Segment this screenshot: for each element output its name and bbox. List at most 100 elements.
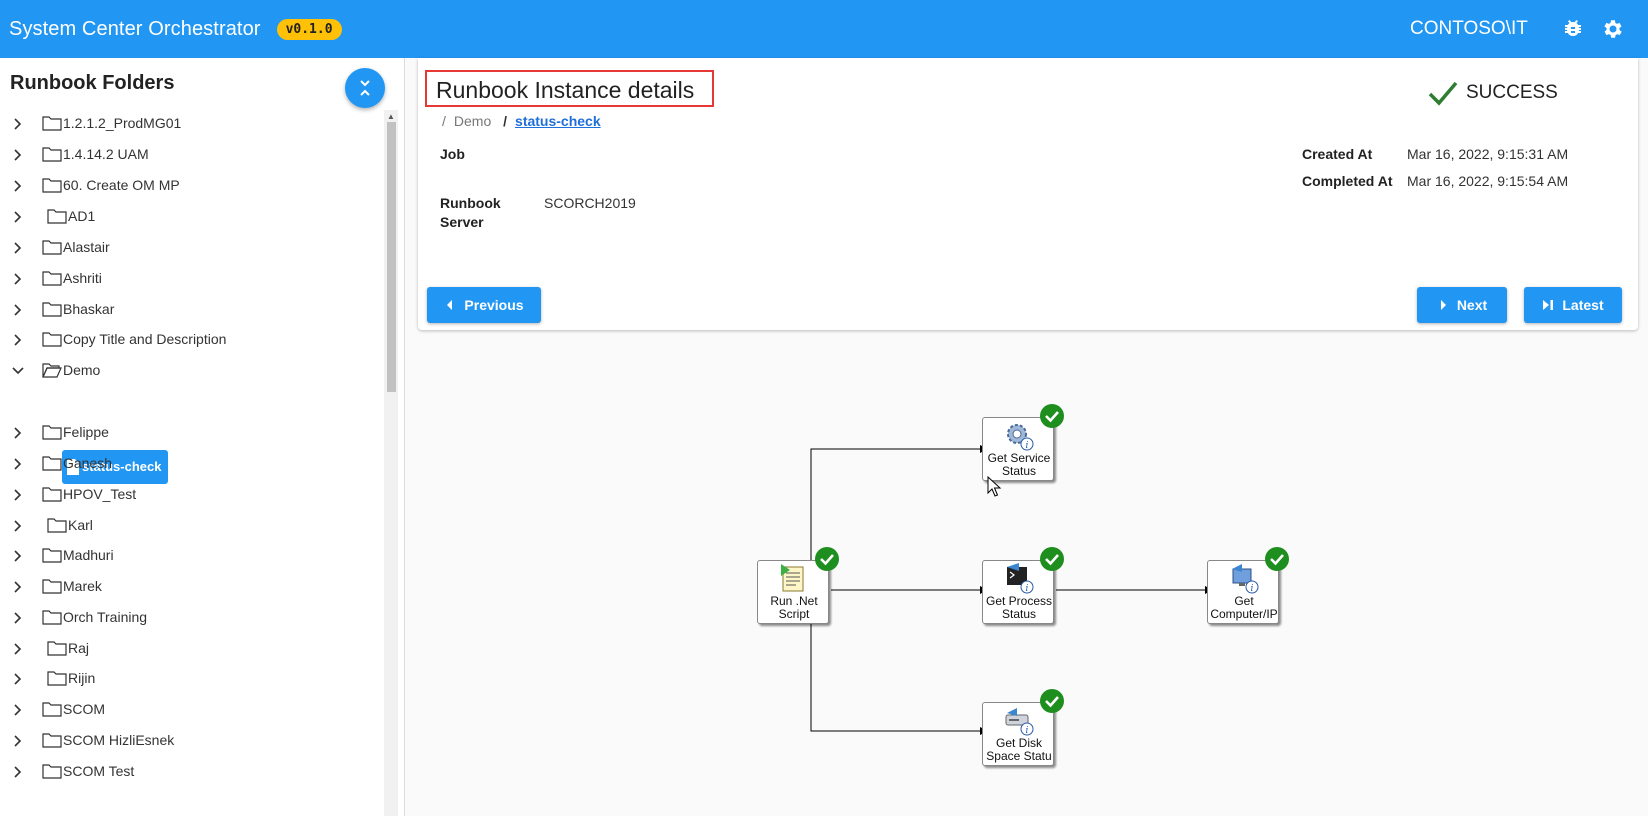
folder-item[interactable]: Karl [0, 512, 380, 540]
folder-icon [42, 271, 62, 286]
sidebar-title: Runbook Folders [10, 72, 175, 94]
folder-item[interactable]: Demo [0, 357, 380, 385]
folder-item[interactable]: Raj [0, 635, 380, 663]
folder-icon [42, 548, 62, 563]
page-title: Runbook Instance details [436, 77, 695, 103]
breadcrumb: /Demo /status-check [442, 113, 601, 129]
runbook-server-label-2: Server [440, 214, 484, 230]
folder-item[interactable]: 1.2.1.2_ProdMG01 [0, 110, 380, 138]
previous-button-label: Previous [464, 297, 524, 313]
chevron-right-icon[interactable] [11, 488, 25, 502]
folder-tree: status-check 1.2.1.2_ProdMG01 1.4.14.2 UA… [0, 110, 382, 816]
folder-icon [42, 116, 62, 131]
breadcrumb-current[interactable]: status-check [515, 113, 601, 129]
folder-item[interactable]: Rijin [0, 665, 380, 693]
job-label: Job [440, 146, 465, 162]
runbook-item-status-check[interactable]: status-check [62, 450, 168, 484]
chevron-right-icon[interactable] [11, 519, 25, 533]
previous-button[interactable]: Previous [427, 287, 541, 323]
chevron-right-icon[interactable] [11, 117, 25, 131]
next-button[interactable]: Next [1417, 287, 1507, 323]
version-badge: v0.1.0 [276, 18, 342, 40]
folder-item[interactable]: SCOM Test [0, 758, 380, 786]
folder-label: Marek [63, 578, 102, 594]
sidebar-scrollbar[interactable]: ▲ ▼ [384, 110, 398, 816]
folder-icon [42, 332, 62, 347]
breadcrumb-parent[interactable]: Demo [453, 113, 492, 129]
chevron-right-icon[interactable] [11, 549, 25, 563]
chevron-right-icon[interactable] [11, 179, 25, 193]
link-script-to-disk[interactable] [810, 620, 988, 735]
chevron-right-icon[interactable] [11, 148, 25, 162]
activity-label-line2: Script [778, 607, 810, 621]
chevron-right-icon[interactable] [11, 765, 25, 779]
svg-text:i: i [1026, 726, 1029, 736]
folder-item[interactable]: Ashriti [0, 265, 380, 293]
skip-to-end-icon [1543, 300, 1554, 310]
mouse-cursor-icon [987, 476, 1002, 497]
runbook-folders-panel: Runbook Folders status-check 1.2.1.2_Pro… [0, 58, 405, 816]
chevron-right-icon[interactable] [11, 580, 25, 594]
latest-button[interactable]: Latest [1524, 287, 1622, 323]
svg-text:i: i [1251, 584, 1254, 594]
folder-label: Orch Training [63, 609, 148, 625]
user-account[interactable]: CONTOSO\IT [1410, 18, 1528, 39]
folder-icon [42, 579, 62, 594]
folder-item[interactable]: 60. Create OM MP [0, 172, 380, 200]
folder-item[interactable]: Ganesh [0, 450, 380, 478]
service-gear-icon: i [1007, 424, 1034, 451]
folder-item[interactable]: Bhaskar [0, 296, 380, 324]
chevron-right-icon[interactable] [11, 611, 25, 625]
chevron-right-icon[interactable] [11, 642, 25, 656]
chevron-right-icon[interactable] [11, 457, 25, 471]
chevron-right-icon[interactable] [11, 272, 25, 286]
folder-item[interactable]: Felippe [0, 419, 380, 447]
chevron-right-icon[interactable] [11, 210, 25, 224]
scroll-up-arrow-icon[interactable]: ▲ [387, 112, 395, 121]
folder-label: AD1 [68, 208, 96, 224]
activity-label-line1: Run .Net [770, 594, 818, 608]
success-badge-icon [815, 547, 839, 571]
collapse-all-button[interactable] [345, 68, 385, 108]
latest-button-label: Latest [1562, 297, 1604, 313]
folder-item[interactable]: Copy Title and Description [0, 326, 380, 354]
folder-icon [47, 209, 67, 224]
folder-item[interactable]: Orch Training [0, 604, 380, 632]
chevron-right-icon[interactable] [11, 734, 25, 748]
chevron-right-icon[interactable] [11, 672, 25, 686]
folder-item[interactable]: Marek [0, 573, 380, 601]
bug-icon[interactable] [1561, 17, 1585, 41]
app-title[interactable]: System Center Orchestrator [9, 17, 261, 40]
chevron-right-icon[interactable] [11, 303, 25, 317]
activity-label-line2: Computer/IP [1210, 607, 1278, 621]
folder-item[interactable]: AD1 [0, 203, 380, 231]
chevron-down-icon[interactable] [11, 364, 25, 378]
scrollbar-thumb[interactable] [387, 122, 396, 392]
folder-item[interactable]: SCOM HizliEsnek [0, 727, 380, 755]
folder-item[interactable]: SCOM [0, 696, 380, 724]
chevron-right-icon[interactable] [11, 333, 25, 347]
folder-label: 60. Create OM MP [63, 177, 180, 193]
folder-item[interactable]: 1.4.14.2 UAM [0, 141, 380, 169]
activity-label-line2: Space Statu [986, 749, 1052, 763]
folder-item[interactable]: Madhuri [0, 542, 380, 570]
activity-label-line1: Get Process [985, 594, 1053, 608]
link-script-to-service[interactable] [810, 445, 988, 562]
chevron-right-icon[interactable] [11, 241, 25, 255]
chevron-right-icon[interactable] [11, 703, 25, 717]
next-button-label: Next [1456, 297, 1488, 313]
folder-label: Ashriti [63, 270, 102, 286]
folder-item[interactable]: Alastair [0, 234, 380, 262]
gear-icon[interactable] [1601, 17, 1625, 41]
folder-item[interactable]: HPOV_Test [0, 481, 380, 509]
chevron-right-icon[interactable] [11, 426, 25, 440]
